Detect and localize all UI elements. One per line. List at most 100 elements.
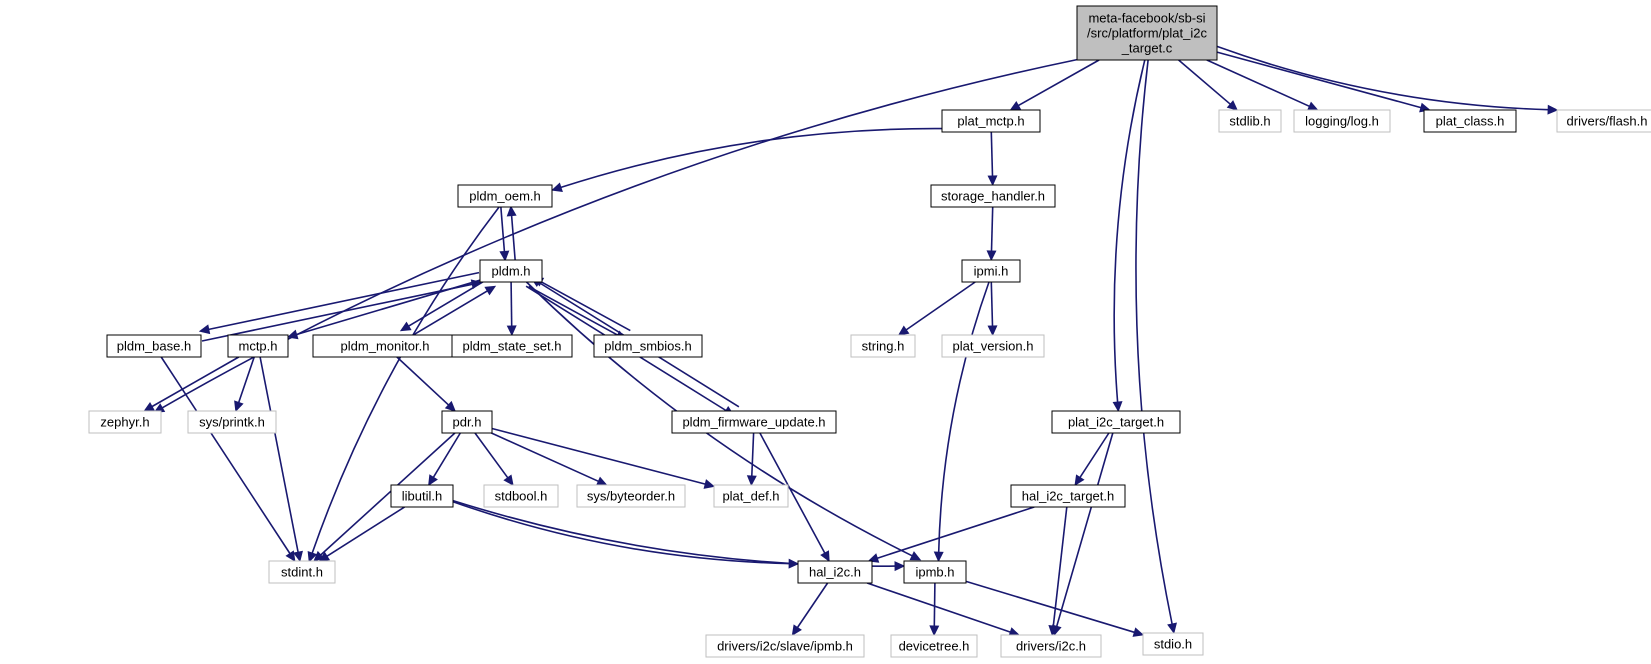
arrowhead-pldm-to-pldm_base	[198, 324, 211, 335]
arrowhead-pldm_base-to-stdint	[285, 550, 296, 562]
node-box-pldm_firmware_update	[671, 410, 837, 434]
edge-libutil-to-stdint	[326, 506, 406, 557]
node-logging[interactable]: logging/log.h	[1293, 109, 1391, 133]
node-label-ipmb: ipmb.h	[915, 565, 954, 580]
arrowhead-pldm-to-mctp	[286, 329, 299, 340]
node-hal_i2c[interactable]: hal_i2c.h	[797, 560, 873, 584]
arrowhead-mctp-to-sys_printk	[234, 400, 244, 413]
node-label-devicetree: devicetree.h	[899, 639, 970, 654]
node-libutil[interactable]: libutil.h	[390, 484, 454, 508]
node-label-pldm: pldm.h	[491, 264, 530, 279]
node-flash[interactable]: drivers/flash.h	[1556, 109, 1651, 133]
node-stdlib[interactable]: stdlib.h	[1218, 109, 1282, 133]
arrowhead-pdr-to-stdbool	[503, 474, 514, 486]
node-hal_i2c_target[interactable]: hal_i2c_target.h	[1010, 484, 1126, 508]
edge-pldm_monitor-to-pldm	[405, 290, 488, 340]
arrowhead-root-to-stdlib	[1226, 100, 1239, 111]
node-drivers_i2c[interactable]: drivers/i2c.h	[1000, 634, 1102, 658]
node-stdint[interactable]: stdint.h	[268, 560, 336, 584]
node-box-string	[850, 334, 916, 358]
node-zephyr[interactable]: zephyr.h	[88, 410, 162, 434]
arrowhead-root-to-logging	[1306, 101, 1319, 111]
node-pldm_state_set[interactable]: pldm_state_set.h	[451, 334, 573, 358]
node-plat_version[interactable]: plat_version.h	[941, 334, 1045, 358]
node-stdio[interactable]: stdio.h	[1142, 632, 1204, 656]
edge-plat_i2c_target-to-hal_i2c_target	[1079, 432, 1110, 478]
node-box-storage_handler	[930, 184, 1056, 208]
edge-pldm_base-to-pldm	[201, 283, 473, 342]
node-plat_class[interactable]: plat_class.h	[1423, 109, 1517, 133]
node-box-pldm_oem	[457, 184, 553, 208]
node-box-plat_version	[941, 334, 1045, 358]
node-label-root-line-3: _target.c	[1121, 41, 1173, 56]
edge-pldm_oem-to-stdint	[311, 206, 500, 554]
node-ipmi[interactable]: ipmi.h	[961, 259, 1021, 283]
node-pldm_firmware_update[interactable]: pldm_firmware_update.h	[671, 410, 837, 434]
node-sys_byteorder[interactable]: sys/byteorder.h	[576, 484, 686, 508]
edge-pdr-to-libutil	[432, 432, 461, 478]
node-ipmb[interactable]: ipmb.h	[903, 560, 967, 584]
edge-plat_mctp-to-pldm_oem	[560, 127, 943, 189]
node-box-ipmb	[903, 560, 967, 584]
edge-mctp-to-zephyr	[151, 356, 240, 408]
node-label-plat_mctp: plat_mctp.h	[957, 114, 1024, 129]
node-root[interactable]: meta-facebook/sb-si/src/platform/plat_i2…	[1076, 5, 1218, 61]
node-label-libutil: libutil.h	[402, 489, 442, 504]
node-box-pldm_state_set	[451, 334, 573, 358]
arrowhead-pldm-to-ipmb	[909, 551, 922, 561]
node-label-string: string.h	[862, 339, 905, 354]
node-label-drivers_i2c_slave_ipmb: drivers/i2c/slave/ipmb.h	[717, 639, 853, 654]
node-label-plat_version: plat_version.h	[953, 339, 1034, 354]
node-label-root-line-2: /src/platform/plat_i2c	[1087, 26, 1207, 41]
node-label-logging: logging/log.h	[1305, 114, 1379, 129]
node-string[interactable]: string.h	[850, 334, 916, 358]
arrowhead-libutil-to-stdint	[318, 551, 331, 562]
node-mctp[interactable]: mctp.h	[227, 334, 289, 358]
node-box-devicetree	[890, 634, 978, 658]
node-label-drivers_i2c: drivers/i2c.h	[1016, 639, 1086, 654]
edge-pldm-to-pldm_state_set	[510, 281, 513, 327]
node-box-sys_byteorder	[576, 484, 686, 508]
node-box-stdint	[268, 560, 336, 584]
arrowhead-plat_i2c_target-to-hal_i2c_target	[1074, 474, 1085, 486]
arrowhead-pdr-to-sys_byteorder	[595, 476, 608, 486]
node-plat_mctp[interactable]: plat_mctp.h	[941, 109, 1041, 133]
edge-root-to-zephyr	[161, 58, 1078, 409]
node-sys_printk[interactable]: sys/printk.h	[187, 410, 277, 434]
node-storage_handler[interactable]: storage_handler.h	[930, 184, 1056, 208]
edge-storage_handler-to-ipmi	[990, 206, 994, 252]
node-label-mctp: mctp.h	[238, 339, 277, 354]
node-label-hal_i2c: hal_i2c.h	[809, 565, 861, 580]
node-drivers_i2c_slave_ipmb[interactable]: drivers/i2c/slave/ipmb.h	[705, 634, 865, 658]
node-pldm[interactable]: pldm.h	[479, 259, 543, 283]
node-pldm_monitor[interactable]: pldm_monitor.h	[312, 334, 458, 358]
node-box-hal_i2c	[797, 560, 873, 584]
node-plat_def[interactable]: plat_def.h	[713, 484, 789, 508]
node-pdr[interactable]: pdr.h	[441, 410, 493, 434]
node-plat_i2c_target[interactable]: plat_i2c_target.h	[1051, 410, 1181, 434]
node-label-plat_class: plat_class.h	[1436, 114, 1505, 129]
arrowhead-pldm-to-pldm_monitor	[399, 321, 412, 332]
edge-plat_mctp-to-storage_handler	[990, 131, 994, 177]
node-pldm_smbios[interactable]: pldm_smbios.h	[593, 334, 703, 358]
arrowhead-pdr-to-libutil	[428, 474, 438, 487]
edge-pldm_smbios-to-pldm	[541, 281, 631, 332]
node-label-stdbool: stdbool.h	[495, 489, 548, 504]
node-box-pldm	[479, 259, 543, 283]
arrowhead-ipmb-to-devicetree	[929, 625, 940, 637]
edge-ipmb-to-devicetree	[933, 582, 936, 627]
node-box-plat_def	[713, 484, 789, 508]
edge-pdr-to-stdbool	[474, 432, 509, 479]
node-label-root-line-1: meta-facebook/sb-si	[1088, 11, 1205, 26]
edge-root-to-stdio	[1135, 59, 1173, 625]
node-devicetree[interactable]: devicetree.h	[890, 634, 978, 658]
node-pldm_oem[interactable]: pldm_oem.h	[457, 184, 553, 208]
edge-pldm_firmware_update-to-hal_i2c	[759, 432, 826, 554]
node-box-pldm_base	[106, 334, 202, 358]
arrowhead-mctp-to-zephyr	[143, 401, 155, 412]
arrowhead-pldm-to-pldm_oem	[506, 205, 517, 217]
node-pldm_base[interactable]: pldm_base.h	[106, 334, 202, 358]
node-label-hal_i2c_target: hal_i2c_target.h	[1022, 489, 1115, 504]
edge-mctp-to-sys_printk	[237, 356, 255, 403]
node-stdbool[interactable]: stdbool.h	[483, 484, 559, 508]
